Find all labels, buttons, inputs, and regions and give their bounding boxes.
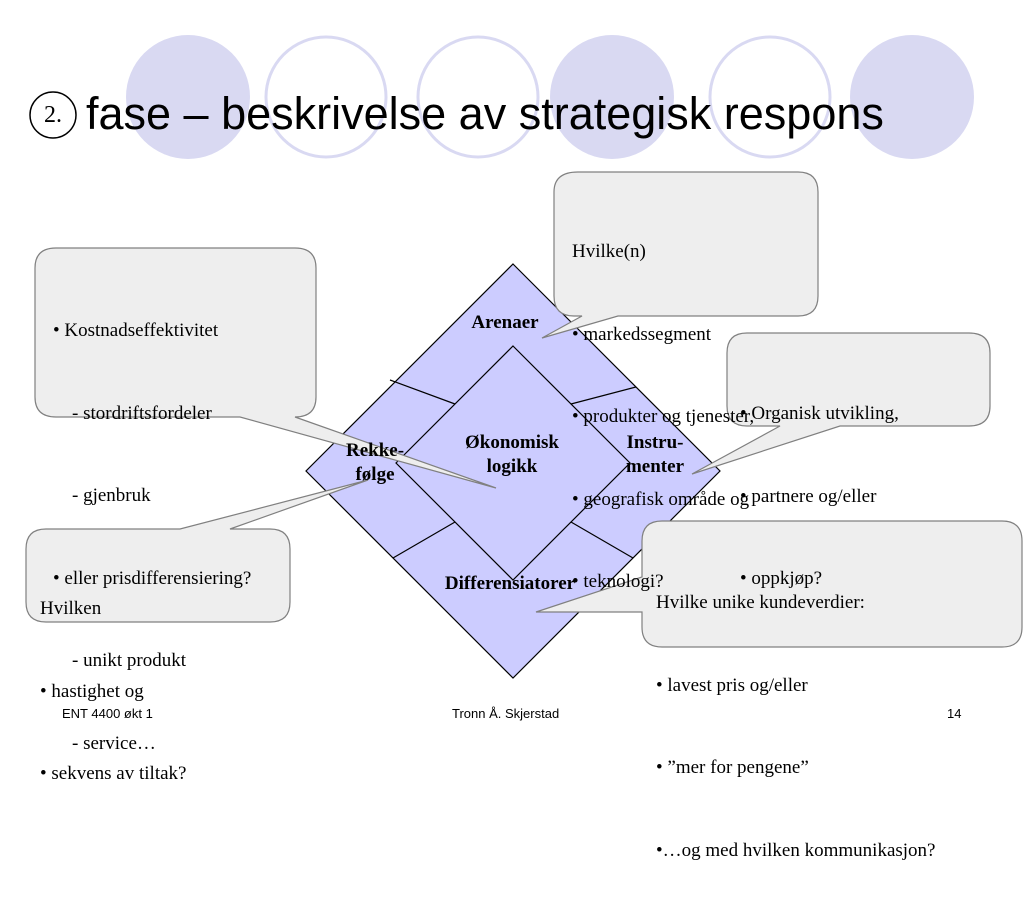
slide: 2. fase – beskrivelse av strategisk resp…	[25, 35, 1023, 861]
header-circle-1	[126, 35, 250, 159]
callout-sequence-shape	[25, 479, 369, 623]
header-circle-2	[264, 35, 388, 159]
callout-shapes	[25, 171, 1023, 648]
label-differentiators: Differensiatorer	[444, 573, 576, 594]
callout-differentiators-line-4: •…og med hvilken kommunikasjon?	[656, 839, 936, 861]
callout-arenas-text: Hvilke(n) • markedssegment • produkter o…	[572, 183, 754, 651]
label-instruments: Instru- menter	[610, 431, 700, 479]
callout-logic-line-3: - gjenbruk	[53, 485, 151, 506]
callout-arenas-line-2: • markedssegment	[572, 323, 712, 345]
callout-instruments-line-1: • Organisk utvikling,	[740, 403, 899, 424]
callout-instruments-shape	[691, 332, 991, 475]
footer-course: ENT 4400 økt 1	[62, 706, 153, 721]
header-circles	[126, 35, 974, 159]
callout-arenas-line-1: Hvilke(n)	[572, 241, 646, 262]
callout-instruments-line-3: • oppkjøp?	[740, 568, 823, 589]
footer-page-number: 14	[947, 706, 962, 721]
callout-differentiators-line-2: • lavest pris og/eller	[656, 674, 808, 696]
callout-arenas-line-3: • produkter og tjenester,	[572, 406, 755, 427]
label-economic-logic-line-2: logikk	[486, 456, 538, 477]
header-circle-3	[416, 35, 540, 159]
callout-logic-text: • Kostnadseffektivitet - stordriftsforde…	[53, 262, 251, 812]
divider-top-left	[389, 379, 456, 405]
callout-logic-line-6: - service…	[53, 732, 156, 754]
callout-instruments-line-2: • partnere og/eller	[740, 485, 877, 507]
label-economic-logic: Økonomisk logikk	[432, 431, 592, 479]
divider-top-right	[570, 386, 637, 405]
callout-differentiators-text: Hvilke unike kundeverdier: • lavest pris…	[656, 534, 935, 919]
label-sequence-line-2: følge	[355, 464, 395, 485]
inner-diamond	[395, 345, 631, 581]
callout-sequence-line-3: • sekvens av tiltak?	[40, 763, 187, 784]
page-title: fase – beskrivelse av strategisk respons	[86, 88, 884, 139]
divider-bottom-right	[570, 521, 634, 559]
callout-logic-shape	[34, 247, 497, 489]
label-economic-logic-line-1: Økonomisk	[465, 432, 559, 453]
header-circle-5	[708, 35, 832, 159]
callout-logic-line-4: • eller prisdifferensiering?	[53, 567, 252, 589]
label-instruments-line-1: Instru-	[626, 432, 684, 453]
header-circle-4	[550, 35, 674, 159]
callout-logic-line-2: - stordriftsfordeler	[53, 402, 212, 424]
callout-logic-line-5: - unikt produkt	[53, 650, 186, 671]
callout-sequence-text: Hvilken • hastighet og • sekvens av tilt…	[40, 540, 186, 843]
diamond-diagram	[305, 263, 721, 679]
callout-arenas-line-4: • geografisk område og	[572, 488, 750, 510]
callout-logic-line-1: • Kostnadseffektivitet	[53, 320, 219, 341]
footer-author: Tronn Å. Skjerstad	[452, 706, 560, 721]
callout-sequence-line-1: Hvilken	[40, 598, 102, 619]
callout-differentiators-line-1: Hvilke unike kundeverdier:	[656, 592, 865, 613]
label-arenas: Arenaer	[471, 312, 539, 333]
label-instruments-line-2: menter	[625, 456, 685, 477]
number-badge: 2.	[44, 102, 62, 128]
callout-arenas-shape	[541, 171, 819, 339]
callout-arenas-line-5: • teknologi?	[572, 571, 664, 592]
label-sequence-line-1: Rekke-	[345, 440, 405, 461]
callout-sequence-line-2: • hastighet og	[40, 680, 144, 702]
header-circle-6	[850, 35, 974, 159]
number-badge-circle	[29, 91, 77, 139]
divider-bottom-left	[392, 521, 456, 559]
label-sequence: Rekke- følge	[330, 439, 420, 487]
callout-differentiators-shape	[535, 520, 1023, 648]
slide-graphics	[25, 35, 1023, 679]
callout-instruments-text: • Organisk utvikling, • partnere og/elle…	[740, 345, 899, 648]
